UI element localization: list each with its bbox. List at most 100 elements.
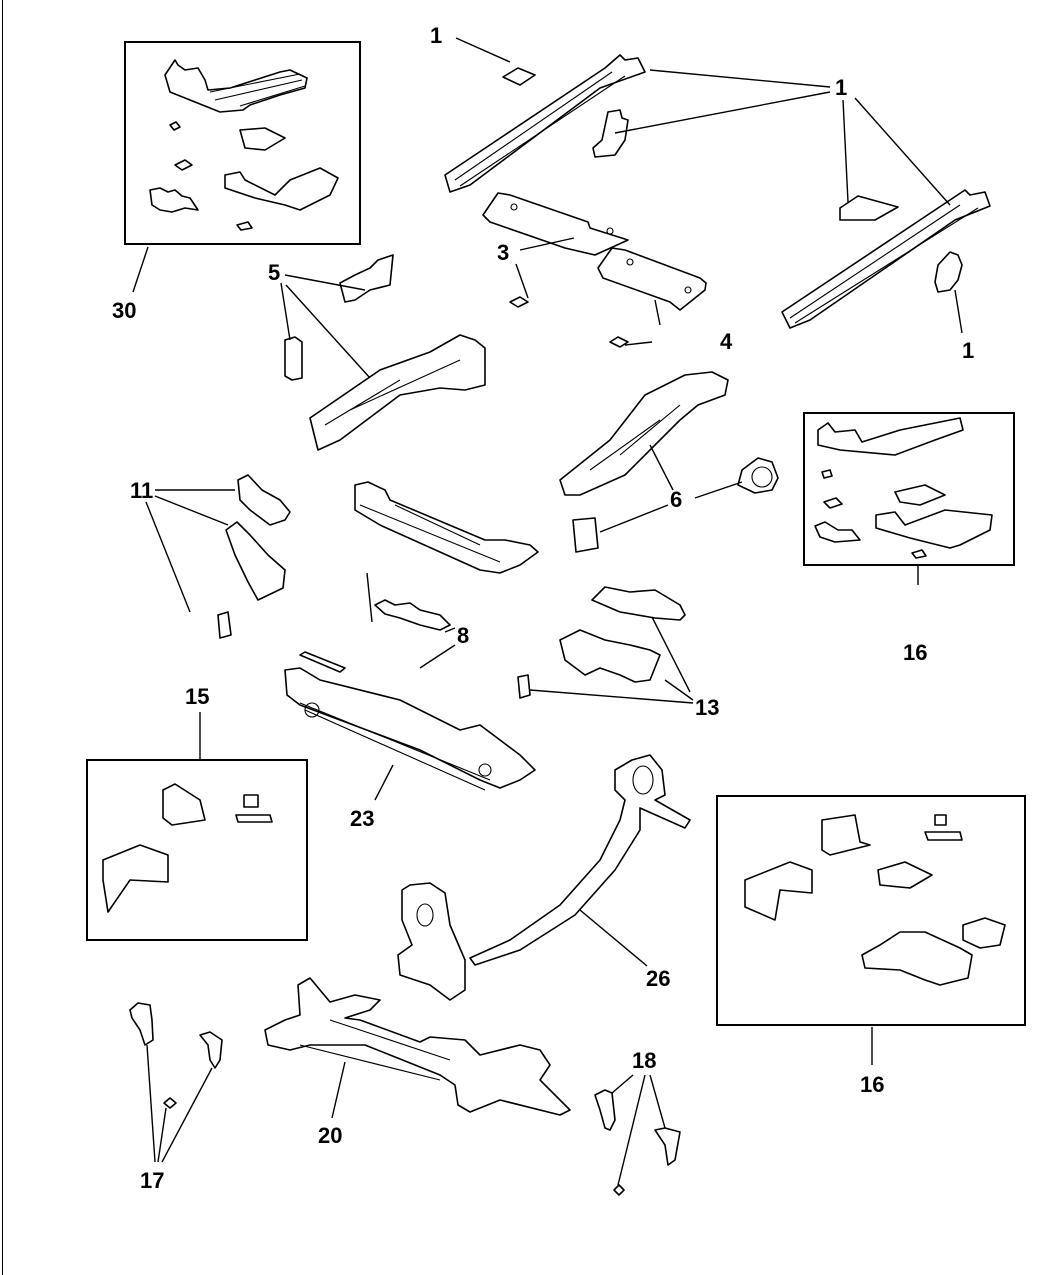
kit-floor-pan-part xyxy=(861,931,973,986)
part-small-plate-2[interactable] xyxy=(839,195,899,221)
kit-bracket-small xyxy=(814,521,861,543)
part-crossmember-3[interactable] xyxy=(482,192,629,256)
callout-13[interactable]: 13 xyxy=(695,695,719,720)
kit-bracket-small xyxy=(149,187,199,213)
kit-channel-part xyxy=(894,484,946,506)
leader-6c xyxy=(599,504,669,533)
callout-18[interactable]: 18 xyxy=(632,1048,656,1073)
part-nut-18[interactable] xyxy=(613,1184,625,1196)
leader-1f xyxy=(954,289,963,334)
part-rail-5[interactable] xyxy=(309,334,486,451)
part-bracket-13a[interactable] xyxy=(591,586,686,621)
part-bracket-11b[interactable] xyxy=(225,521,286,601)
part-cradle-20[interactable] xyxy=(264,977,571,1116)
callout-6[interactable]: 6 xyxy=(670,487,682,512)
callout-1-lower[interactable]: 1 xyxy=(962,338,974,363)
kit-mount-part xyxy=(235,794,273,823)
kit-box-30[interactable] xyxy=(124,41,361,245)
part-nut-3[interactable] xyxy=(509,296,529,308)
kit-box-frame xyxy=(803,412,1015,566)
part-plate-8[interactable] xyxy=(374,599,451,631)
part-clip-11[interactable] xyxy=(217,611,232,639)
part-mount-6[interactable] xyxy=(737,457,779,494)
leader-8a xyxy=(366,572,373,623)
kit-nut-part xyxy=(174,159,193,171)
leader-23 xyxy=(374,764,394,801)
kit-box-15[interactable] xyxy=(86,759,308,941)
callout-23[interactable]: 23 xyxy=(350,806,374,831)
part-clip-13[interactable] xyxy=(517,674,531,699)
callout-26[interactable]: 26 xyxy=(646,966,670,991)
leader-5a xyxy=(284,274,366,291)
part-bracket-11a[interactable] xyxy=(237,474,291,526)
callout-8[interactable]: 8 xyxy=(457,623,469,648)
kit-clip-part xyxy=(169,121,181,131)
callout-1-top[interactable]: 1 xyxy=(430,23,442,48)
kit-nut-part xyxy=(823,497,843,509)
callout-5[interactable]: 5 xyxy=(268,260,280,285)
kit-box-frame xyxy=(124,41,361,245)
callout-4[interactable]: 4 xyxy=(720,329,733,354)
kit-small-bracket xyxy=(962,917,1006,949)
leader-18c xyxy=(649,1074,666,1129)
part-bracket-18a[interactable] xyxy=(594,1089,616,1131)
leader-5c xyxy=(285,284,371,379)
part-crossmember-8[interactable] xyxy=(354,481,539,574)
part-plate-5[interactable] xyxy=(284,336,303,381)
leader-18b xyxy=(617,1074,646,1186)
part-crossbar-26[interactable] xyxy=(469,754,691,966)
callout-11[interactable]: 11 xyxy=(130,478,153,503)
callout-1-right[interactable]: 1 xyxy=(835,75,847,100)
leader-18a xyxy=(611,1074,634,1094)
callout-17[interactable]: 17 xyxy=(140,1168,164,1193)
callout-20[interactable]: 20 xyxy=(318,1123,342,1148)
kit-box-16-upper[interactable] xyxy=(803,412,1015,566)
kit-mount-part xyxy=(924,814,963,841)
callout-30[interactable]: 30 xyxy=(112,298,136,323)
part-right-rail[interactable] xyxy=(781,189,991,329)
part-nut-17[interactable] xyxy=(163,1097,177,1109)
part-left-rail[interactable] xyxy=(444,54,646,193)
kit-floor-pan-part xyxy=(875,509,993,549)
leader-11b xyxy=(154,495,229,526)
kit-pad-part xyxy=(236,221,253,231)
part-gusset-1[interactable] xyxy=(592,109,629,158)
callout-15[interactable]: 15 xyxy=(185,684,209,709)
kit-rail-part xyxy=(164,59,308,113)
part-crossmember-4[interactable] xyxy=(597,247,707,311)
leader-17c xyxy=(161,1067,213,1163)
leader-17a xyxy=(146,1044,156,1163)
part-rail-6[interactable] xyxy=(559,371,729,496)
leader-4a xyxy=(624,341,653,346)
part-bracket-18b[interactable] xyxy=(654,1127,681,1166)
leader-26 xyxy=(579,909,648,967)
leader-13b xyxy=(664,679,694,701)
callout-16-upper[interactable]: 16 xyxy=(903,640,927,665)
callout-16-lower[interactable]: 16 xyxy=(860,1072,884,1097)
leader-13c xyxy=(529,689,694,704)
part-gusset-2[interactable] xyxy=(934,251,963,293)
kit-channel-bracket xyxy=(162,783,206,826)
part-mount-26[interactable] xyxy=(397,882,466,1001)
kit-floor-pan-part xyxy=(224,167,339,211)
part-bracket-13b[interactable] xyxy=(559,629,661,683)
kit-box-16-lower[interactable] xyxy=(716,795,1026,1026)
callout-3[interactable]: 3 xyxy=(497,240,509,265)
part-bracket-17b[interactable] xyxy=(199,1031,223,1069)
leader-6a xyxy=(649,444,674,491)
leader-3 xyxy=(519,237,575,251)
part-bracket-5[interactable] xyxy=(339,254,394,303)
part-small-plate-1[interactable] xyxy=(502,67,536,86)
kit-clip-part xyxy=(821,469,833,479)
leader-8b xyxy=(444,627,456,633)
part-crossmember-23[interactable] xyxy=(284,667,536,791)
leader-8c xyxy=(419,644,456,669)
leader-20 xyxy=(331,1061,346,1119)
part-nut-4[interactable] xyxy=(609,336,629,348)
leader-5b xyxy=(280,282,291,341)
part-bracket-17a[interactable] xyxy=(129,1002,154,1046)
part-plate-6[interactable] xyxy=(572,517,599,553)
kit-channel-bracket xyxy=(821,814,871,856)
part-strip-8[interactable] xyxy=(299,651,346,673)
